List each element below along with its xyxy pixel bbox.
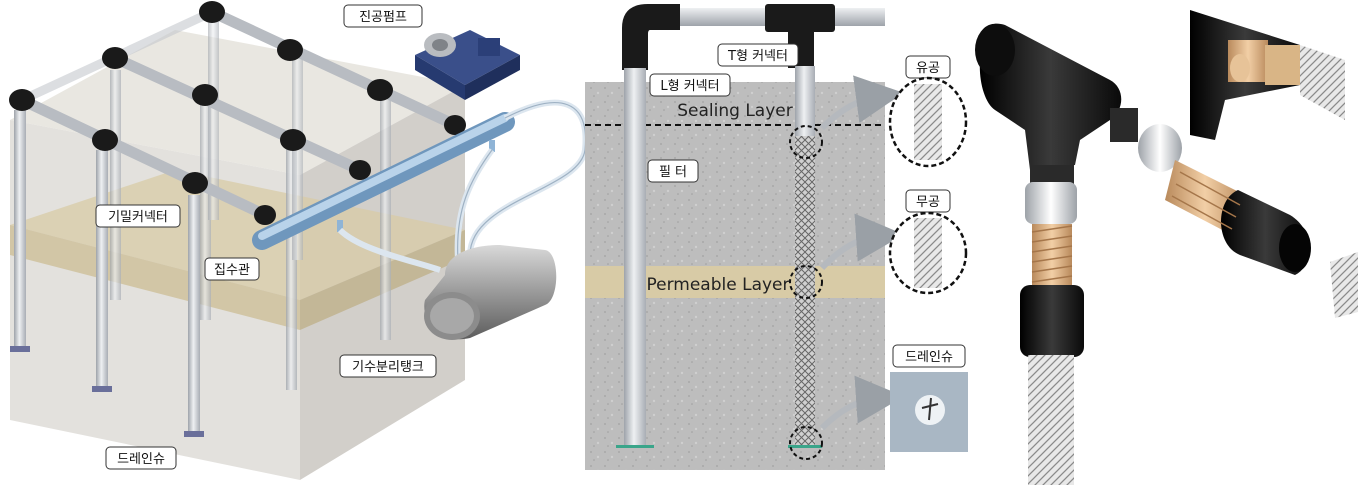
drain-shoe-base — [92, 386, 112, 392]
detail-non-perforated: 무공 — [890, 190, 966, 293]
svg-text:무공: 무공 — [916, 195, 940, 210]
drain-pipe — [110, 70, 121, 300]
l-connector — [622, 4, 680, 70]
t-connector — [765, 4, 835, 32]
svg-text:T형 커넥터: T형 커넥터 — [727, 49, 788, 64]
silver-ring-lower — [1025, 182, 1077, 224]
label-drain-shoe-left: 드레인슈 — [106, 447, 176, 469]
t-connector-mouth — [975, 24, 1015, 76]
end-cap-lower — [1020, 285, 1084, 357]
middle-panel: Sealing Layer Permeable Layer — [585, 4, 968, 470]
drain-pipe — [14, 110, 26, 350]
thread-stub — [1110, 108, 1138, 142]
drain-shoe-base — [184, 431, 204, 437]
right-panel — [975, 10, 1358, 485]
label-airtight-connector: 기밀커넥터 — [96, 205, 180, 227]
plain-drain-pipe — [624, 68, 646, 448]
mesh-pipe-stub — [1330, 252, 1358, 318]
detail-perforated: 유공 — [890, 56, 966, 166]
drain-shoe-marker — [788, 445, 822, 448]
label-l-connector: L형 커넥터 — [650, 74, 730, 96]
drain-pipe — [96, 150, 108, 390]
mesh-pipe-lower — [1028, 355, 1074, 485]
drain-shoe-base — [10, 346, 30, 352]
svg-text:필 터: 필 터 — [659, 165, 687, 180]
label-t-connector: T형 커넥터 — [718, 44, 798, 66]
end-cap-mouth — [1279, 224, 1311, 272]
svg-text:진공펌프: 진공펌프 — [359, 10, 407, 25]
cutaway-inset — [1190, 10, 1345, 140]
drain-pipe — [188, 195, 200, 435]
svg-text:드레인슈: 드레인슈 — [905, 350, 953, 365]
perforated-filter-section — [795, 136, 815, 448]
svg-text:드레인슈: 드레인슈 — [117, 452, 165, 467]
svg-text:기수분리탱크: 기수분리탱크 — [352, 360, 424, 375]
svg-text:유공: 유공 — [916, 61, 940, 76]
svg-text:L형 커넥터: L형 커넥터 — [660, 79, 719, 94]
drain-shoe-marker — [616, 445, 654, 448]
label-filter: 필 터 — [648, 160, 698, 182]
label-vacuum-pump: 진공펌프 — [344, 5, 422, 27]
drain-pipe — [380, 100, 391, 340]
detail-drain-shoe: 드레인슈 — [890, 345, 968, 452]
svg-text:집수관: 집수관 — [214, 263, 250, 278]
left-panel: 진공펌프 기밀커넥터 집수관 기수분리탱크 드레인슈 — [9, 1, 586, 480]
label-separator-tank: 기수분리탱크 — [340, 355, 436, 377]
label-collector-pipe: 집수관 — [205, 258, 259, 280]
permeable-layer-label: Permeable Layer — [646, 275, 789, 295]
sealing-layer-label: Sealing Layer — [677, 101, 792, 121]
svg-text:기밀커넥터: 기밀커넥터 — [108, 210, 168, 225]
